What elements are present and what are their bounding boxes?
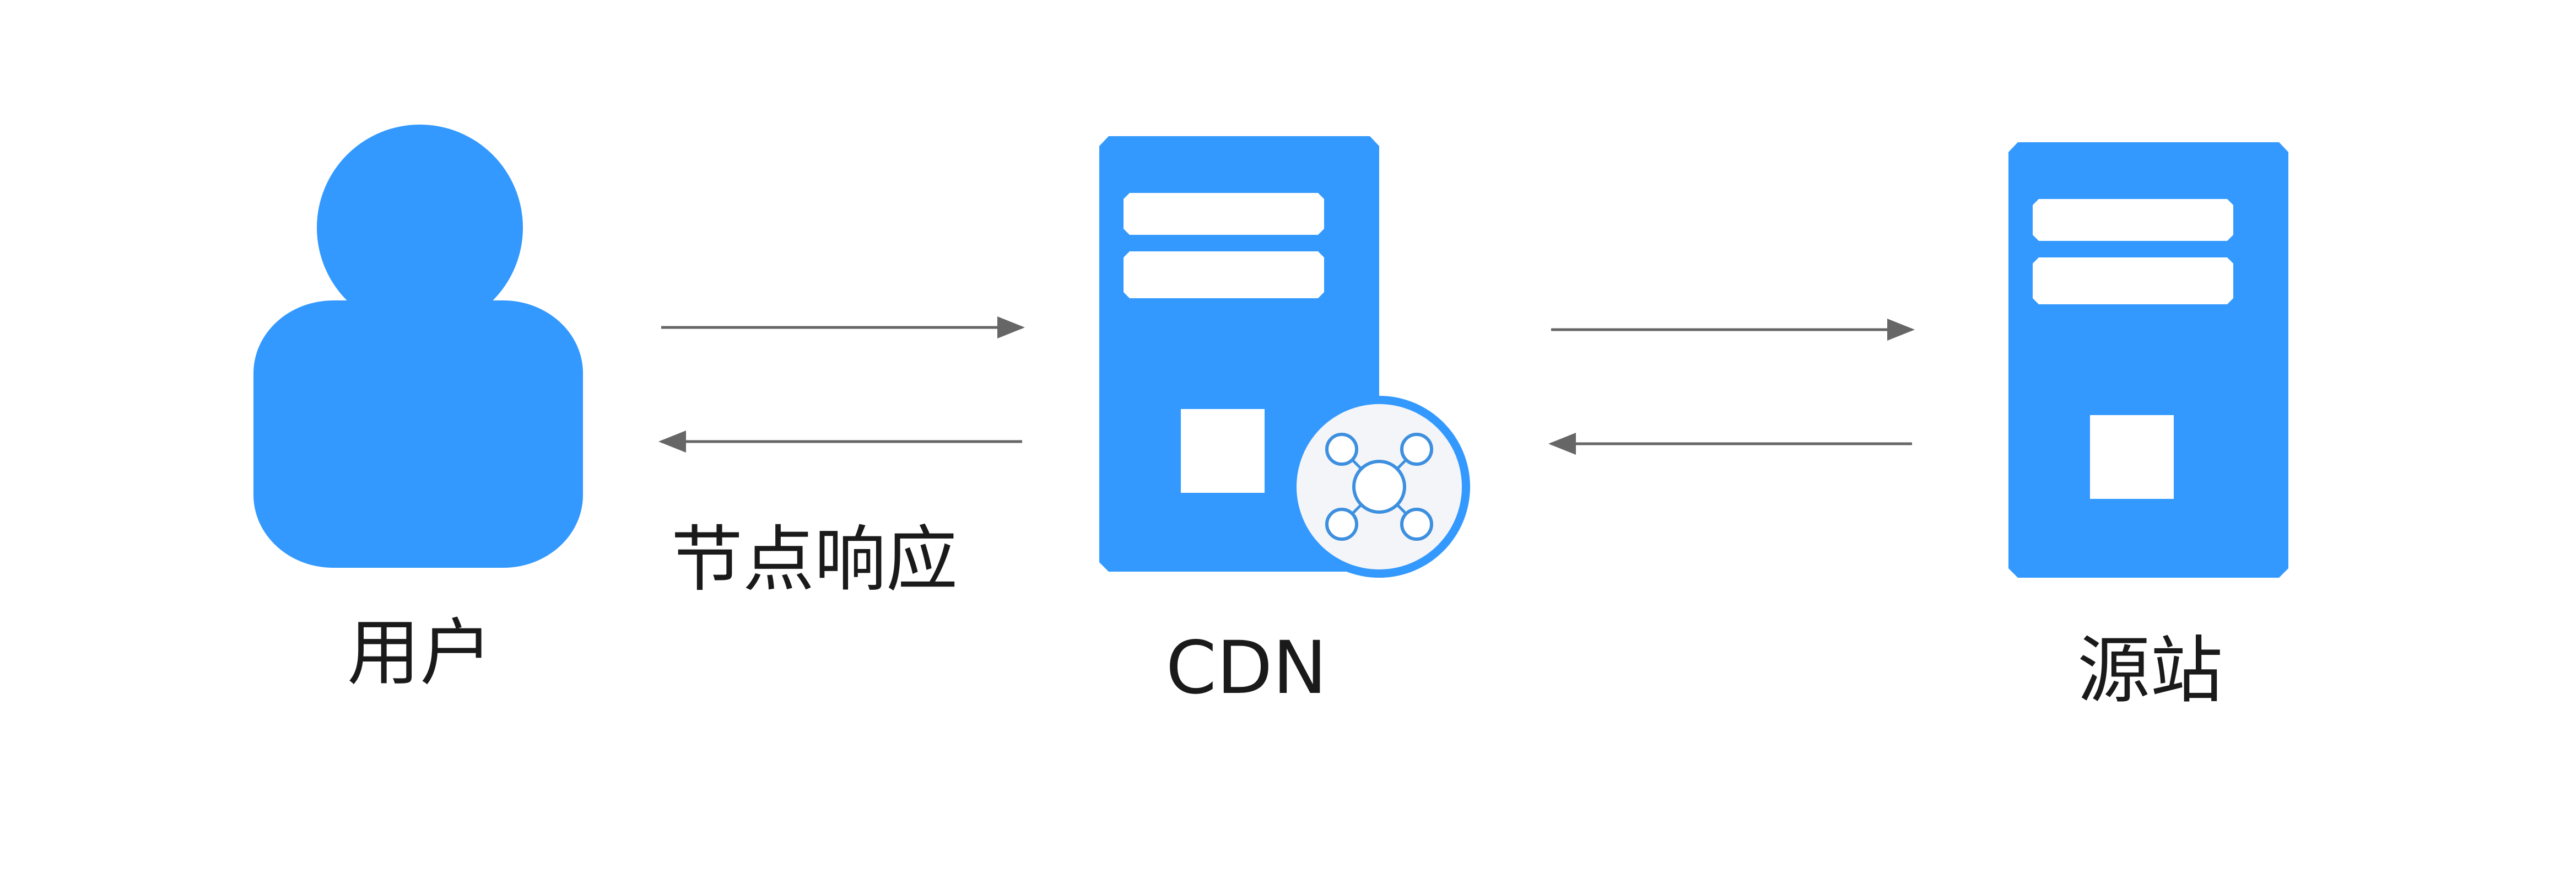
origin-server-indicator — [2090, 415, 2174, 499]
user-label: 用户 — [347, 611, 493, 696]
origin-label: 源站 — [2077, 628, 2223, 713]
cdn-server-slot-1 — [1124, 193, 1324, 235]
network-node-top-left — [1325, 433, 1358, 466]
network-node-top-right — [1400, 433, 1433, 466]
origin-server-body — [2008, 142, 2288, 578]
network-node-bottom-right — [1400, 508, 1433, 541]
origin-server-slot-2 — [2033, 257, 2233, 304]
cdn-server-indicator — [1181, 409, 1265, 493]
cdn-label: CDN — [1166, 626, 1327, 711]
network-node-bottom-left — [1325, 508, 1358, 541]
network-nodes-icon — [1288, 396, 1470, 578]
origin-server-icon — [2008, 142, 2288, 578]
user-icon-head — [317, 125, 523, 331]
user-icon-body — [253, 300, 583, 568]
node-response-label: 节点响应 — [671, 518, 958, 601]
origin-server-slot-1 — [2033, 199, 2233, 241]
user-icon — [253, 125, 583, 568]
network-hub-node — [1352, 460, 1406, 514]
cdn-server-slot-2 — [1124, 251, 1324, 298]
